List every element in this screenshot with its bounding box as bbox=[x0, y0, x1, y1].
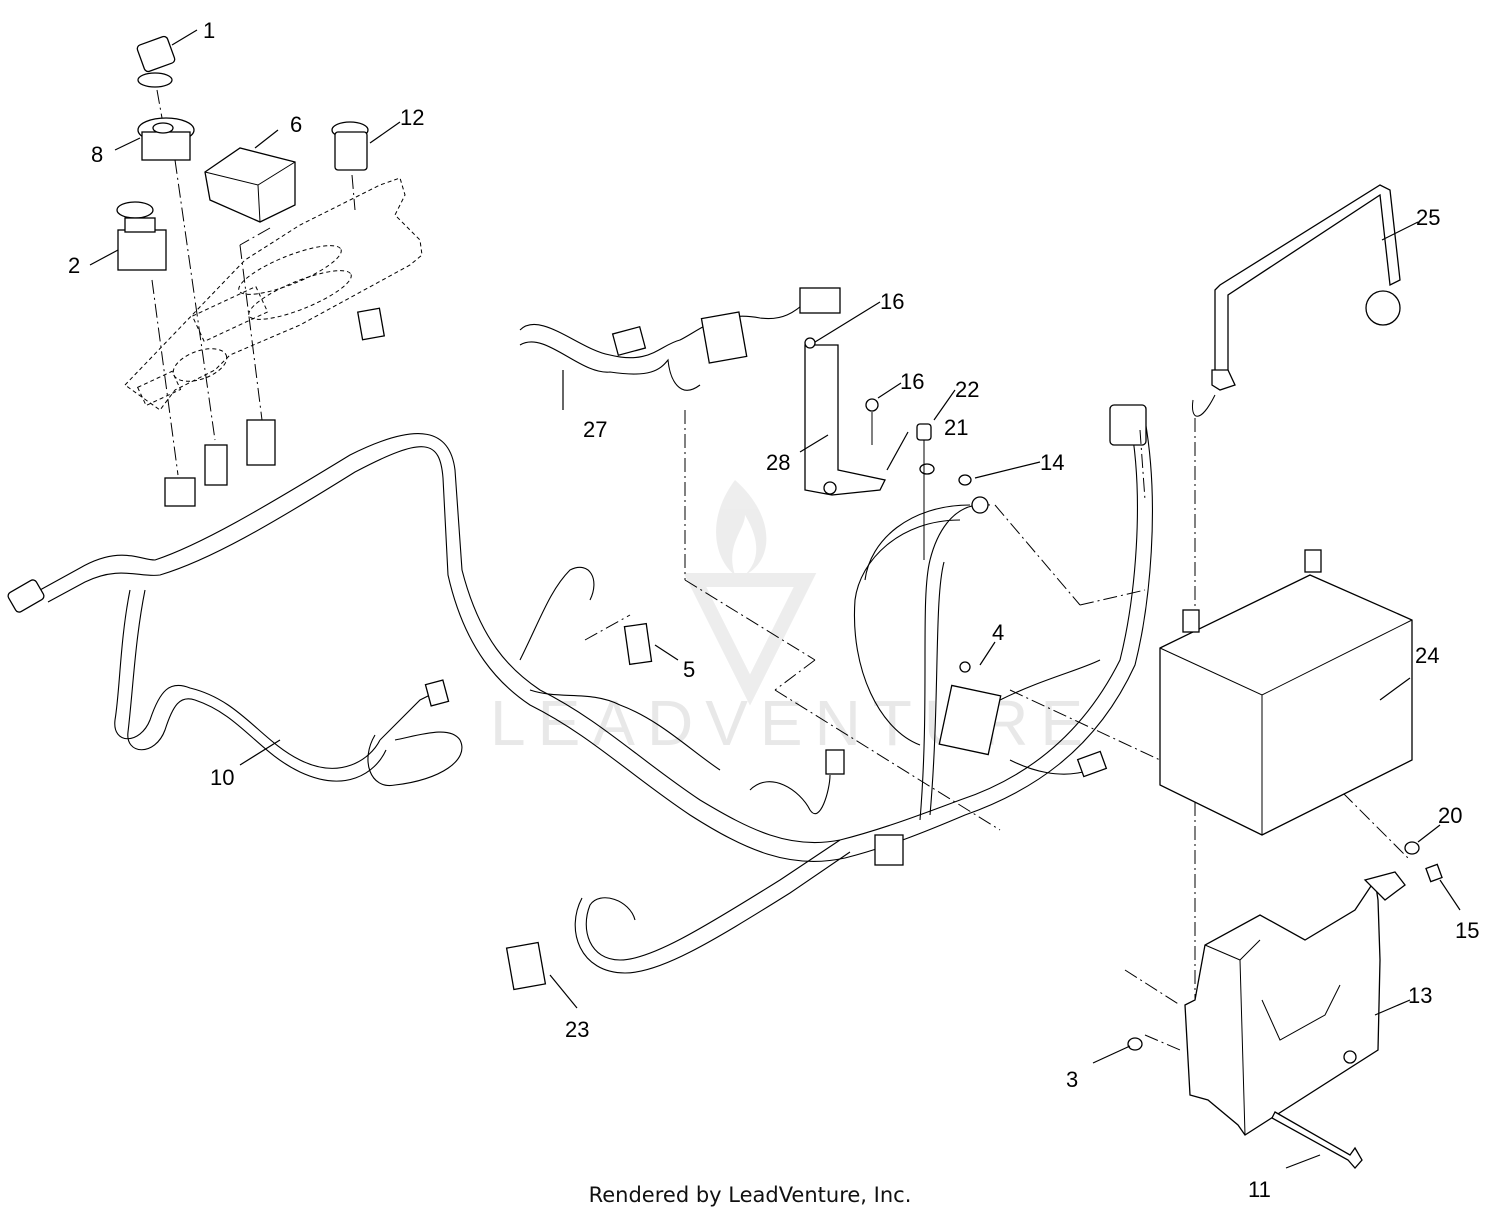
callout-labels: 1 2 3 4 5 6 8 10 11 12 13 14 15 16 16 20… bbox=[68, 18, 1479, 1202]
part-23-switch bbox=[505, 941, 547, 991]
callout-11: 11 bbox=[1248, 1177, 1271, 1202]
part-22-21-14-fasteners bbox=[916, 423, 972, 560]
rendered-by-footer: Rendered by LeadVenture, Inc. bbox=[588, 1183, 912, 1207]
callout-16-lower: 16 bbox=[900, 369, 924, 394]
dash-panel-plate bbox=[124, 177, 423, 411]
part-20-washer bbox=[1404, 841, 1420, 855]
fasteners-misc bbox=[505, 622, 1443, 1169]
part-5-relay bbox=[623, 622, 653, 666]
callout-6: 6 bbox=[290, 112, 302, 137]
part-24-battery bbox=[1159, 549, 1413, 836]
watermark: LEADVENTURE bbox=[490, 480, 1083, 759]
callout-13: 13 bbox=[1408, 983, 1432, 1008]
callout-5: 5 bbox=[683, 657, 695, 682]
callout-10: 10 bbox=[210, 765, 234, 790]
part-28-bracket bbox=[804, 337, 886, 496]
callout-27: 27 bbox=[583, 417, 607, 442]
part-4-screw bbox=[959, 661, 971, 673]
part-10-wiring-harness bbox=[7, 307, 1153, 974]
callout-2: 2 bbox=[68, 253, 80, 278]
callout-25: 25 bbox=[1416, 205, 1440, 230]
part-3-nut bbox=[1127, 1037, 1143, 1051]
callout-4: 4 bbox=[992, 620, 1004, 645]
callout-16-upper: 16 bbox=[880, 289, 904, 314]
callout-12: 12 bbox=[400, 105, 424, 130]
part-8-ignition-switch bbox=[137, 117, 195, 161]
callout-8: 8 bbox=[91, 142, 103, 167]
part-13-battery-tray bbox=[1184, 871, 1406, 1136]
callout-15: 15 bbox=[1455, 918, 1479, 943]
callout-leaders bbox=[89, 29, 1461, 1169]
callout-20: 20 bbox=[1438, 803, 1462, 828]
part-12-power-outlet bbox=[331, 121, 369, 171]
part-1-key bbox=[136, 35, 176, 88]
part-11-bolt bbox=[1271, 1111, 1363, 1169]
callout-3: 3 bbox=[1066, 1067, 1078, 1092]
part-2-pto-switch bbox=[116, 201, 167, 271]
assembly-lines-panel bbox=[151, 89, 356, 476]
callout-28: 28 bbox=[766, 450, 790, 475]
part-25-battery-strap bbox=[1191, 184, 1401, 417]
callout-14: 14 bbox=[1040, 450, 1064, 475]
callout-1: 1 bbox=[203, 18, 215, 43]
callout-22: 22 bbox=[955, 377, 979, 402]
callout-23: 23 bbox=[565, 1017, 589, 1042]
part-6-hour-meter bbox=[204, 147, 296, 223]
callout-24: 24 bbox=[1415, 643, 1439, 668]
part-27-relay-harness bbox=[519, 287, 841, 391]
part-15-bolt bbox=[1425, 863, 1443, 883]
callout-21: 21 bbox=[944, 415, 968, 440]
